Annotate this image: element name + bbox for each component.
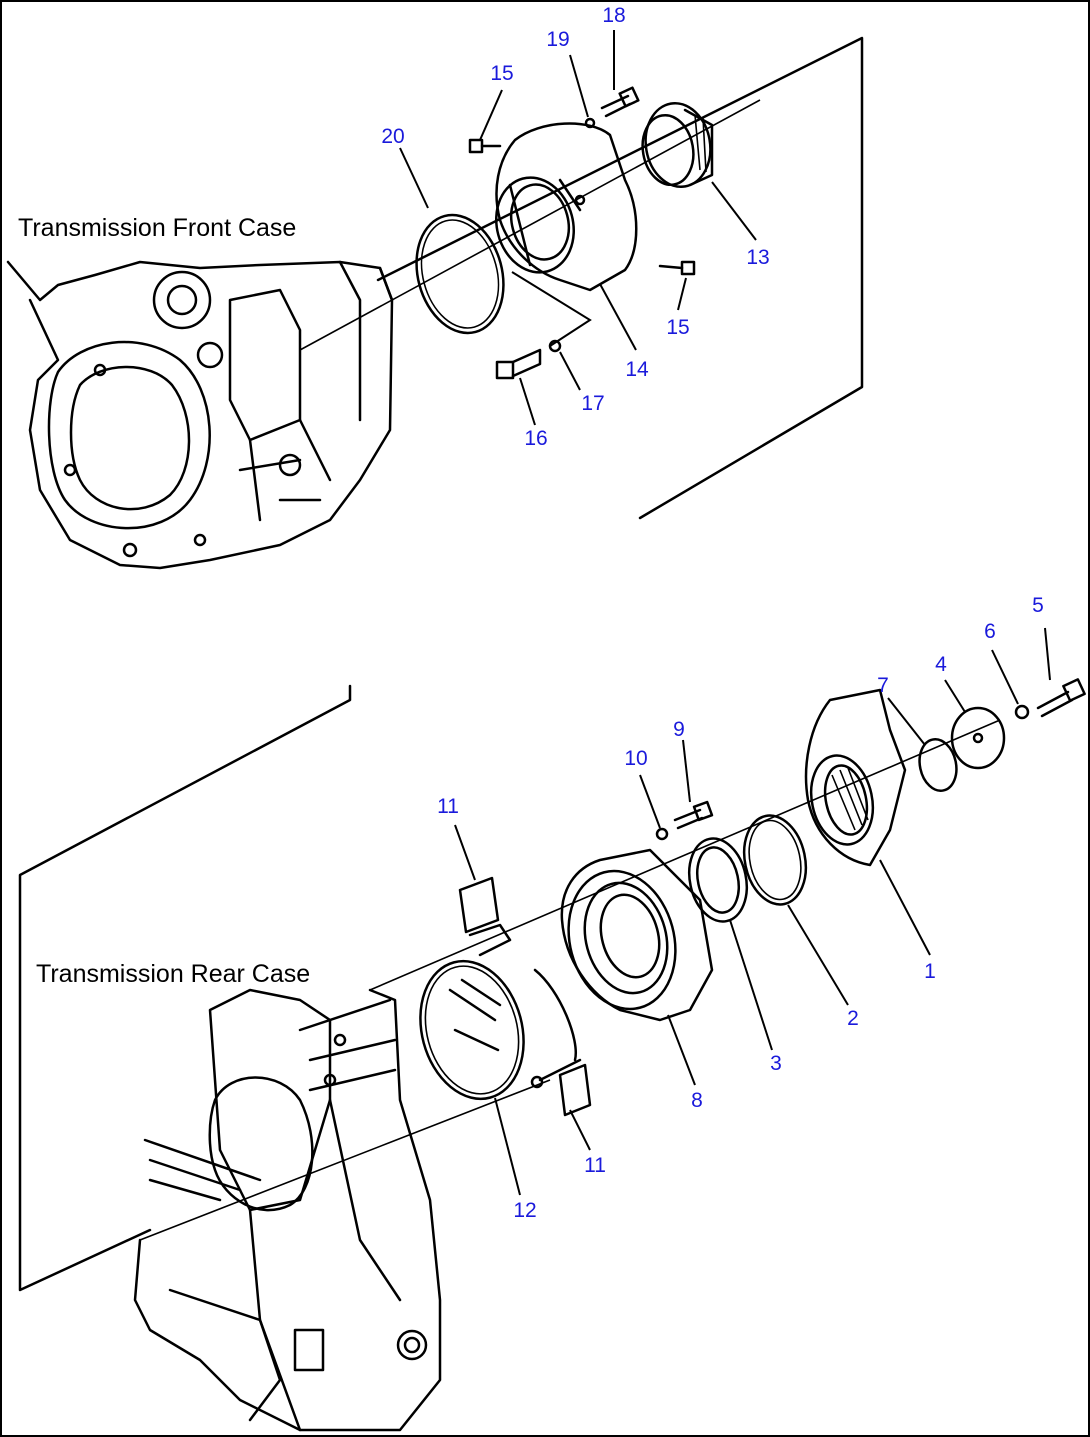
callout-15: 15 <box>490 62 513 85</box>
front-leader-lines <box>399 30 757 426</box>
callout-19: 19 <box>546 28 569 51</box>
snap-ring-11-upper <box>458 876 512 957</box>
callout-18: 18 <box>602 4 625 27</box>
bolt-15-upper <box>468 138 502 154</box>
oil-seal-3 <box>688 837 748 923</box>
washer-plate-4 <box>950 706 1006 770</box>
rear-leader-lines <box>454 627 1051 1196</box>
bolt-9 <box>673 800 714 830</box>
front-case-caption: Transmission Front Case <box>18 214 296 242</box>
callout-4: 4 <box>935 653 947 676</box>
callout-13: 13 <box>746 246 769 269</box>
o-ring-7 <box>918 738 958 792</box>
transmission-front-case <box>6 260 394 570</box>
retainer-cover-14 <box>494 122 638 292</box>
front-axis-line <box>299 99 761 351</box>
callout-16: 16 <box>524 427 547 450</box>
seal-13 <box>641 102 714 188</box>
rear-background-panel <box>18 684 352 1292</box>
callout-15: 15 <box>666 316 689 339</box>
rear-case-caption: Transmission Rear Case <box>36 960 310 988</box>
callout-12: 12 <box>513 1199 536 1222</box>
coupling-1 <box>804 688 907 867</box>
callout-1: 1 <box>924 960 936 983</box>
seal-ring-12 <box>419 959 525 1101</box>
o-ring-20 <box>415 213 505 335</box>
callout-17: 17 <box>581 392 604 415</box>
callout-3: 3 <box>770 1052 782 1075</box>
snap-ring-11-lower <box>530 968 592 1117</box>
callout-20: 20 <box>381 125 404 148</box>
plug-16 <box>495 348 542 380</box>
callout-9: 9 <box>673 718 685 741</box>
retainer-8 <box>560 848 714 1022</box>
washer-19 <box>584 117 596 129</box>
callout-11: 11 <box>584 1154 606 1177</box>
bolt-5 <box>1036 678 1086 718</box>
transmission-rear-case <box>133 988 442 1432</box>
callout-7: 7 <box>877 674 889 697</box>
o-ring-2 <box>742 814 808 906</box>
callout-6: 6 <box>984 620 996 643</box>
callout-14: 14 <box>625 358 649 381</box>
callout-11: 11 <box>437 795 459 818</box>
callout-10: 10 <box>624 747 647 770</box>
front-background-panel <box>376 36 864 520</box>
washer-10 <box>655 827 669 841</box>
washer-6 <box>1014 704 1030 720</box>
callout-5: 5 <box>1032 594 1044 617</box>
rear-axis-line <box>369 719 1001 991</box>
callout-8: 8 <box>691 1089 703 1112</box>
bolt-15-lower <box>658 260 696 276</box>
bolt-18 <box>600 86 640 118</box>
callout-2: 2 <box>847 1007 859 1030</box>
